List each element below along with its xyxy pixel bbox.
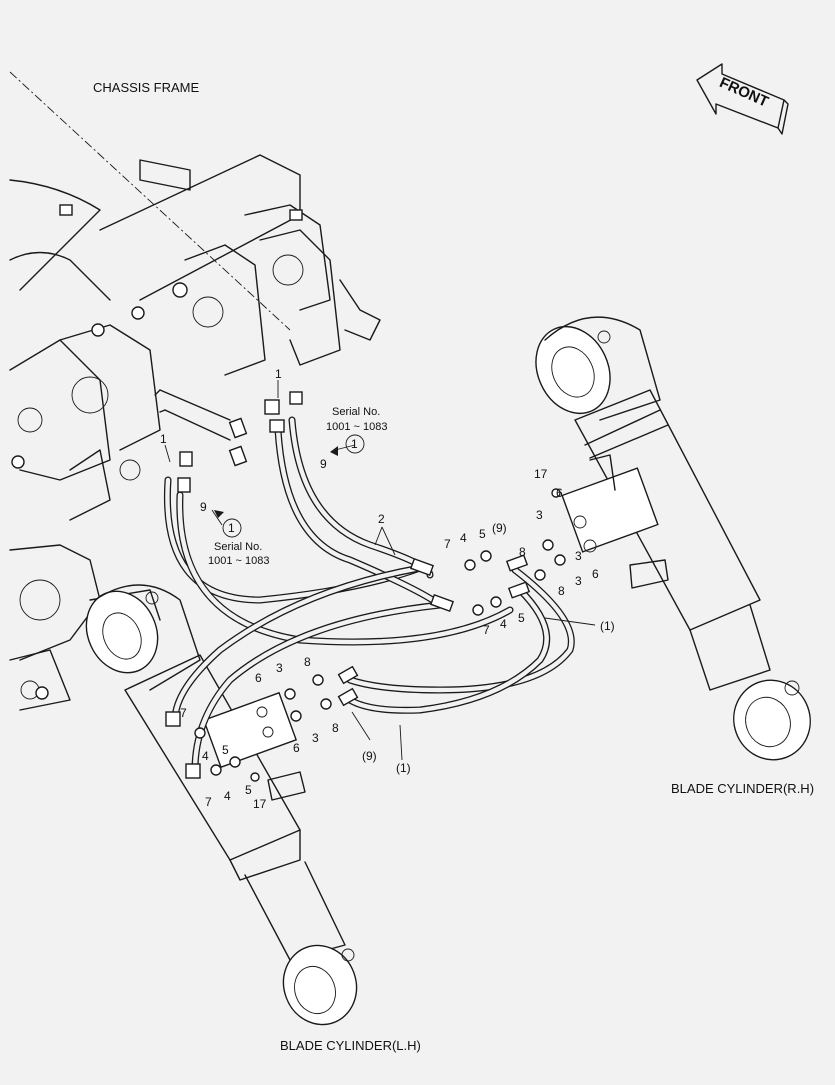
callout-3-rh-mid: 3 bbox=[575, 549, 582, 563]
callout-5-lh-top: 5 bbox=[222, 743, 229, 757]
blade-cylinder-lh-drawing bbox=[85, 584, 358, 1026]
callout-6-lh-top: 6 bbox=[255, 671, 262, 685]
callout-1-top: 1 bbox=[275, 367, 282, 381]
blade-cylinder-lh-label: BLADE CYLINDER(L.H) bbox=[280, 1038, 421, 1053]
callout-9-upper: 9 bbox=[320, 457, 327, 471]
callout-8-lh-top: 8 bbox=[304, 655, 311, 669]
chassis-frame-label: CHASSIS FRAME bbox=[93, 80, 200, 95]
callout-7-rh-low: 7 bbox=[483, 623, 490, 637]
callout-5-lh-low: 5 bbox=[245, 783, 252, 797]
serial-title-upper: Serial No. bbox=[332, 406, 380, 418]
front-arrow-icon: FRONT bbox=[696, 63, 789, 135]
callout-7-lh-top: 7 bbox=[180, 706, 187, 720]
callout-9-lower: 9 bbox=[200, 500, 207, 514]
serial-ref-lower: 1 bbox=[228, 521, 235, 535]
serial-ref-upper: 1 bbox=[351, 437, 358, 451]
serial-range-lower: 1001 ~ 1083 bbox=[208, 555, 269, 567]
callout-8-rh-top: 8 bbox=[519, 545, 526, 559]
callout-4-lh-low: 4 bbox=[224, 789, 231, 803]
callout-3-rh-top: 3 bbox=[536, 508, 543, 522]
front-label: FRONT bbox=[717, 74, 771, 111]
callout-9p-lh: (9) bbox=[362, 749, 377, 763]
blade-cylinder-rh-label: BLADE CYLINDER(R.H) bbox=[671, 781, 814, 796]
callout-3-lh-mid: 3 bbox=[312, 731, 319, 745]
chassis-frame-drawing bbox=[9, 71, 381, 711]
callout-8-lh-mid: 8 bbox=[332, 721, 339, 735]
callout-4-rh-low: 4 bbox=[500, 617, 507, 631]
callout-4-rh-top: 4 bbox=[460, 531, 467, 545]
serial-title-lower: Serial No. bbox=[214, 541, 262, 553]
serial-range-upper: 1001 ~ 1083 bbox=[326, 421, 387, 433]
leader-lines bbox=[164, 380, 596, 761]
callout-7-lh-low: 7 bbox=[205, 795, 212, 809]
callout-1p-rh: (1) bbox=[600, 619, 615, 633]
callout-7-rh-top: 7 bbox=[444, 537, 451, 551]
callout-4-lh-top: 4 bbox=[202, 749, 209, 763]
callout-3-rh-low: 3 bbox=[575, 574, 582, 588]
callout-6-rh-top: 6 bbox=[556, 486, 563, 500]
callout-8-rh-low: 8 bbox=[558, 584, 565, 598]
callout-1p-lh: (1) bbox=[396, 761, 411, 775]
blade-cylinder-rh-drawing bbox=[535, 316, 811, 761]
serial-ref-circle-lower bbox=[222, 518, 242, 538]
fittings bbox=[165, 391, 566, 782]
callout-3-lh-top: 3 bbox=[276, 661, 283, 675]
callout-9p-rh: (9) bbox=[492, 521, 507, 535]
callout-5-rh-top: 5 bbox=[479, 527, 486, 541]
callout-17-rh: 17 bbox=[534, 467, 548, 481]
callout-1-left: 1 bbox=[160, 432, 167, 446]
serial-ref-circle-upper bbox=[345, 434, 365, 454]
callout-6-lh-mid: 6 bbox=[293, 741, 300, 755]
callout-6-rh-bottom: 6 bbox=[592, 567, 599, 581]
callout-2: 2 bbox=[378, 512, 385, 526]
callout-5-rh-low: 5 bbox=[518, 611, 525, 625]
callout-17-lh: 17 bbox=[253, 797, 267, 811]
